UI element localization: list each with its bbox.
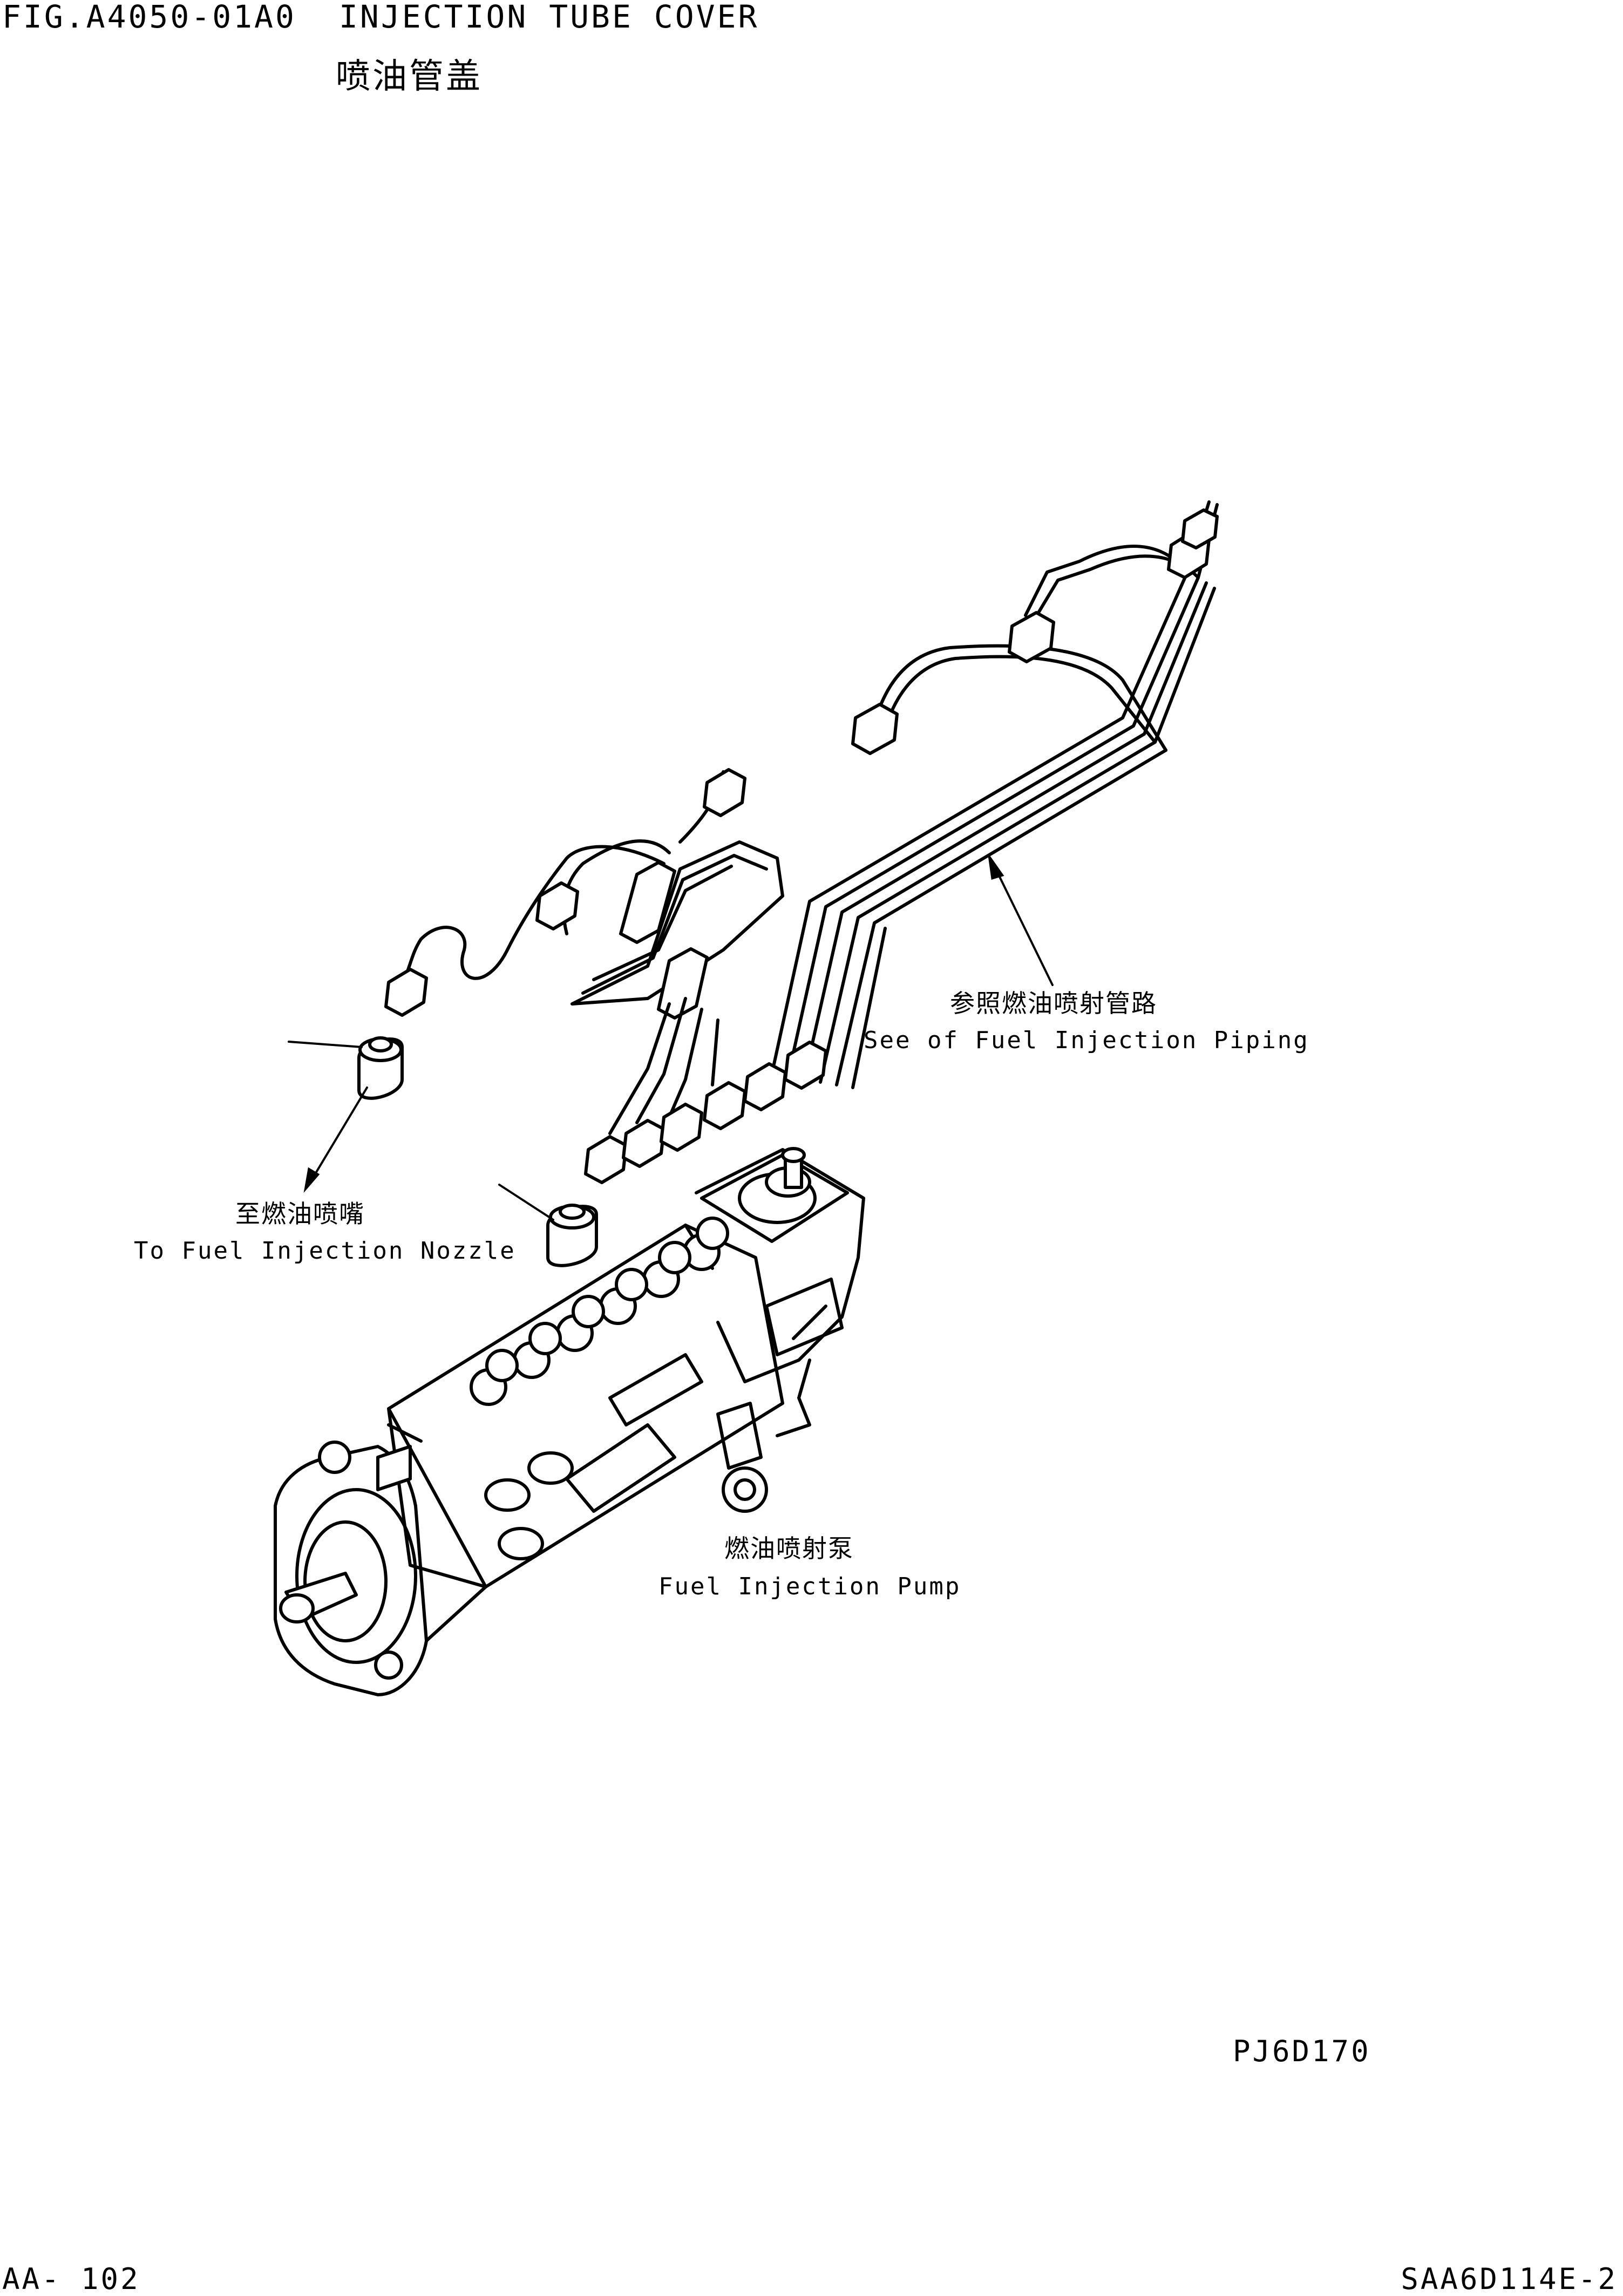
injection-tube-cover	[288, 1036, 404, 1100]
drawing-code: PJ6D170	[1233, 2034, 1371, 2068]
nozzle-leader	[303, 1086, 368, 1193]
page-number: AA- 102	[2, 2262, 140, 2296]
model-code: SAA6D114E-2	[1401, 2262, 1618, 2296]
piping-leader	[988, 855, 1054, 986]
pump-label-en: Fuel Injection Pump	[658, 1573, 961, 1600]
piping-label-cn: 参照燃油喷射管路	[950, 989, 1157, 1018]
pump-label-cn: 燃油喷射泵	[724, 1534, 854, 1563]
figure-title-cn: 喷油管盖	[336, 57, 483, 97]
fuel-injection-pump	[274, 1147, 865, 1696]
nozzle-label-en: To Fuel Injection Nozzle	[134, 1237, 516, 1265]
figure-title: INJECTION TUBE COVER	[339, 0, 759, 35]
piping-label-en: See of Fuel Injection Piping	[864, 1027, 1309, 1054]
nozzle-label-cn: 至燃油喷嘴	[235, 1199, 365, 1228]
injection-piping	[384, 500, 1219, 1184]
injection-tube-cover-installed	[498, 1184, 598, 1267]
figure-number: FIG.A4050-01A0	[2, 0, 296, 35]
